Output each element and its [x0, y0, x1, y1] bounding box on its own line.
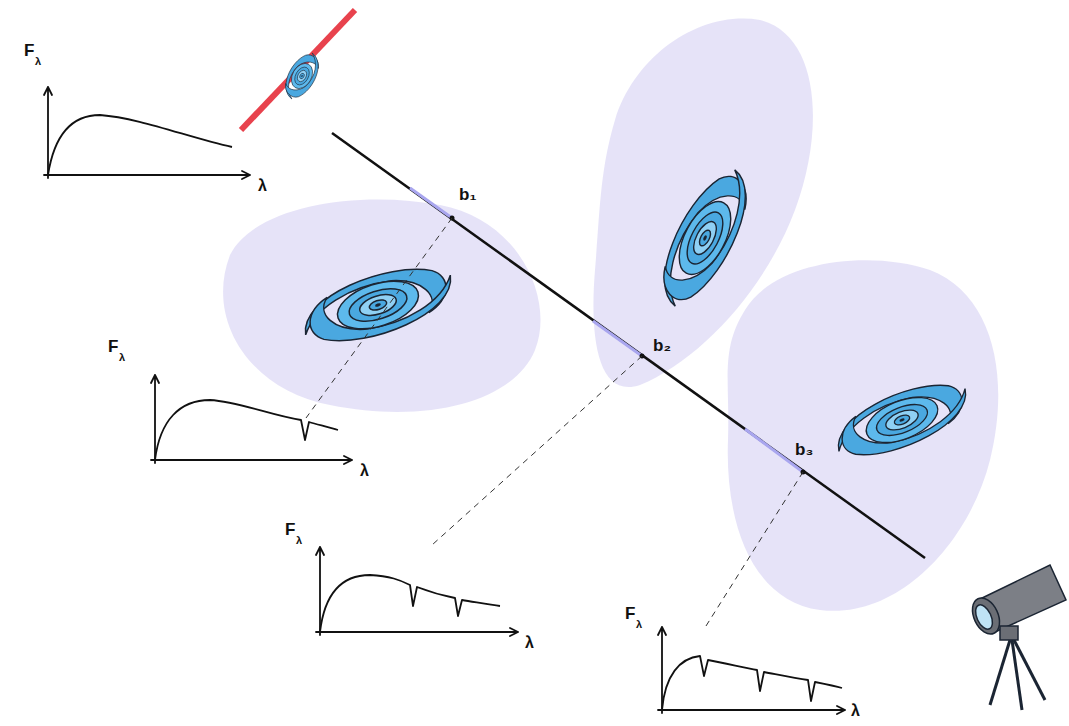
sightline-point-label: b₃ — [795, 441, 813, 458]
quasar-jet — [241, 10, 355, 130]
axis-label: F — [625, 605, 635, 622]
halo-crossing — [410, 188, 803, 472]
axis-label: λ — [525, 635, 534, 651]
line-of-sight — [332, 133, 925, 558]
quasar — [278, 48, 325, 104]
axis-subscript: λ — [636, 619, 642, 630]
axis-subscript: λ — [296, 535, 302, 546]
sight-point — [450, 216, 806, 475]
spiral-galaxy — [646, 160, 764, 316]
axis-label: F — [285, 521, 295, 538]
axis-label: λ — [851, 703, 860, 719]
axis-subscript: λ — [35, 56, 41, 67]
spiral-galaxy — [827, 370, 977, 471]
telescope — [967, 565, 1066, 710]
axis-label: λ — [360, 463, 369, 479]
sightline-point-label: b₁ — [459, 186, 476, 203]
spectrum-curve — [48, 115, 842, 710]
axis-label: λ — [258, 178, 267, 194]
axis-subscript: λ — [119, 352, 125, 363]
spectrum-axes — [44, 87, 845, 714]
axis-label: F — [108, 338, 118, 355]
sightline-point-label: b₂ — [653, 337, 671, 354]
galaxy-halo — [223, 19, 998, 611]
leader-line — [306, 218, 803, 626]
axis-label: F — [24, 42, 34, 59]
spiral-galaxy — [295, 254, 461, 357]
